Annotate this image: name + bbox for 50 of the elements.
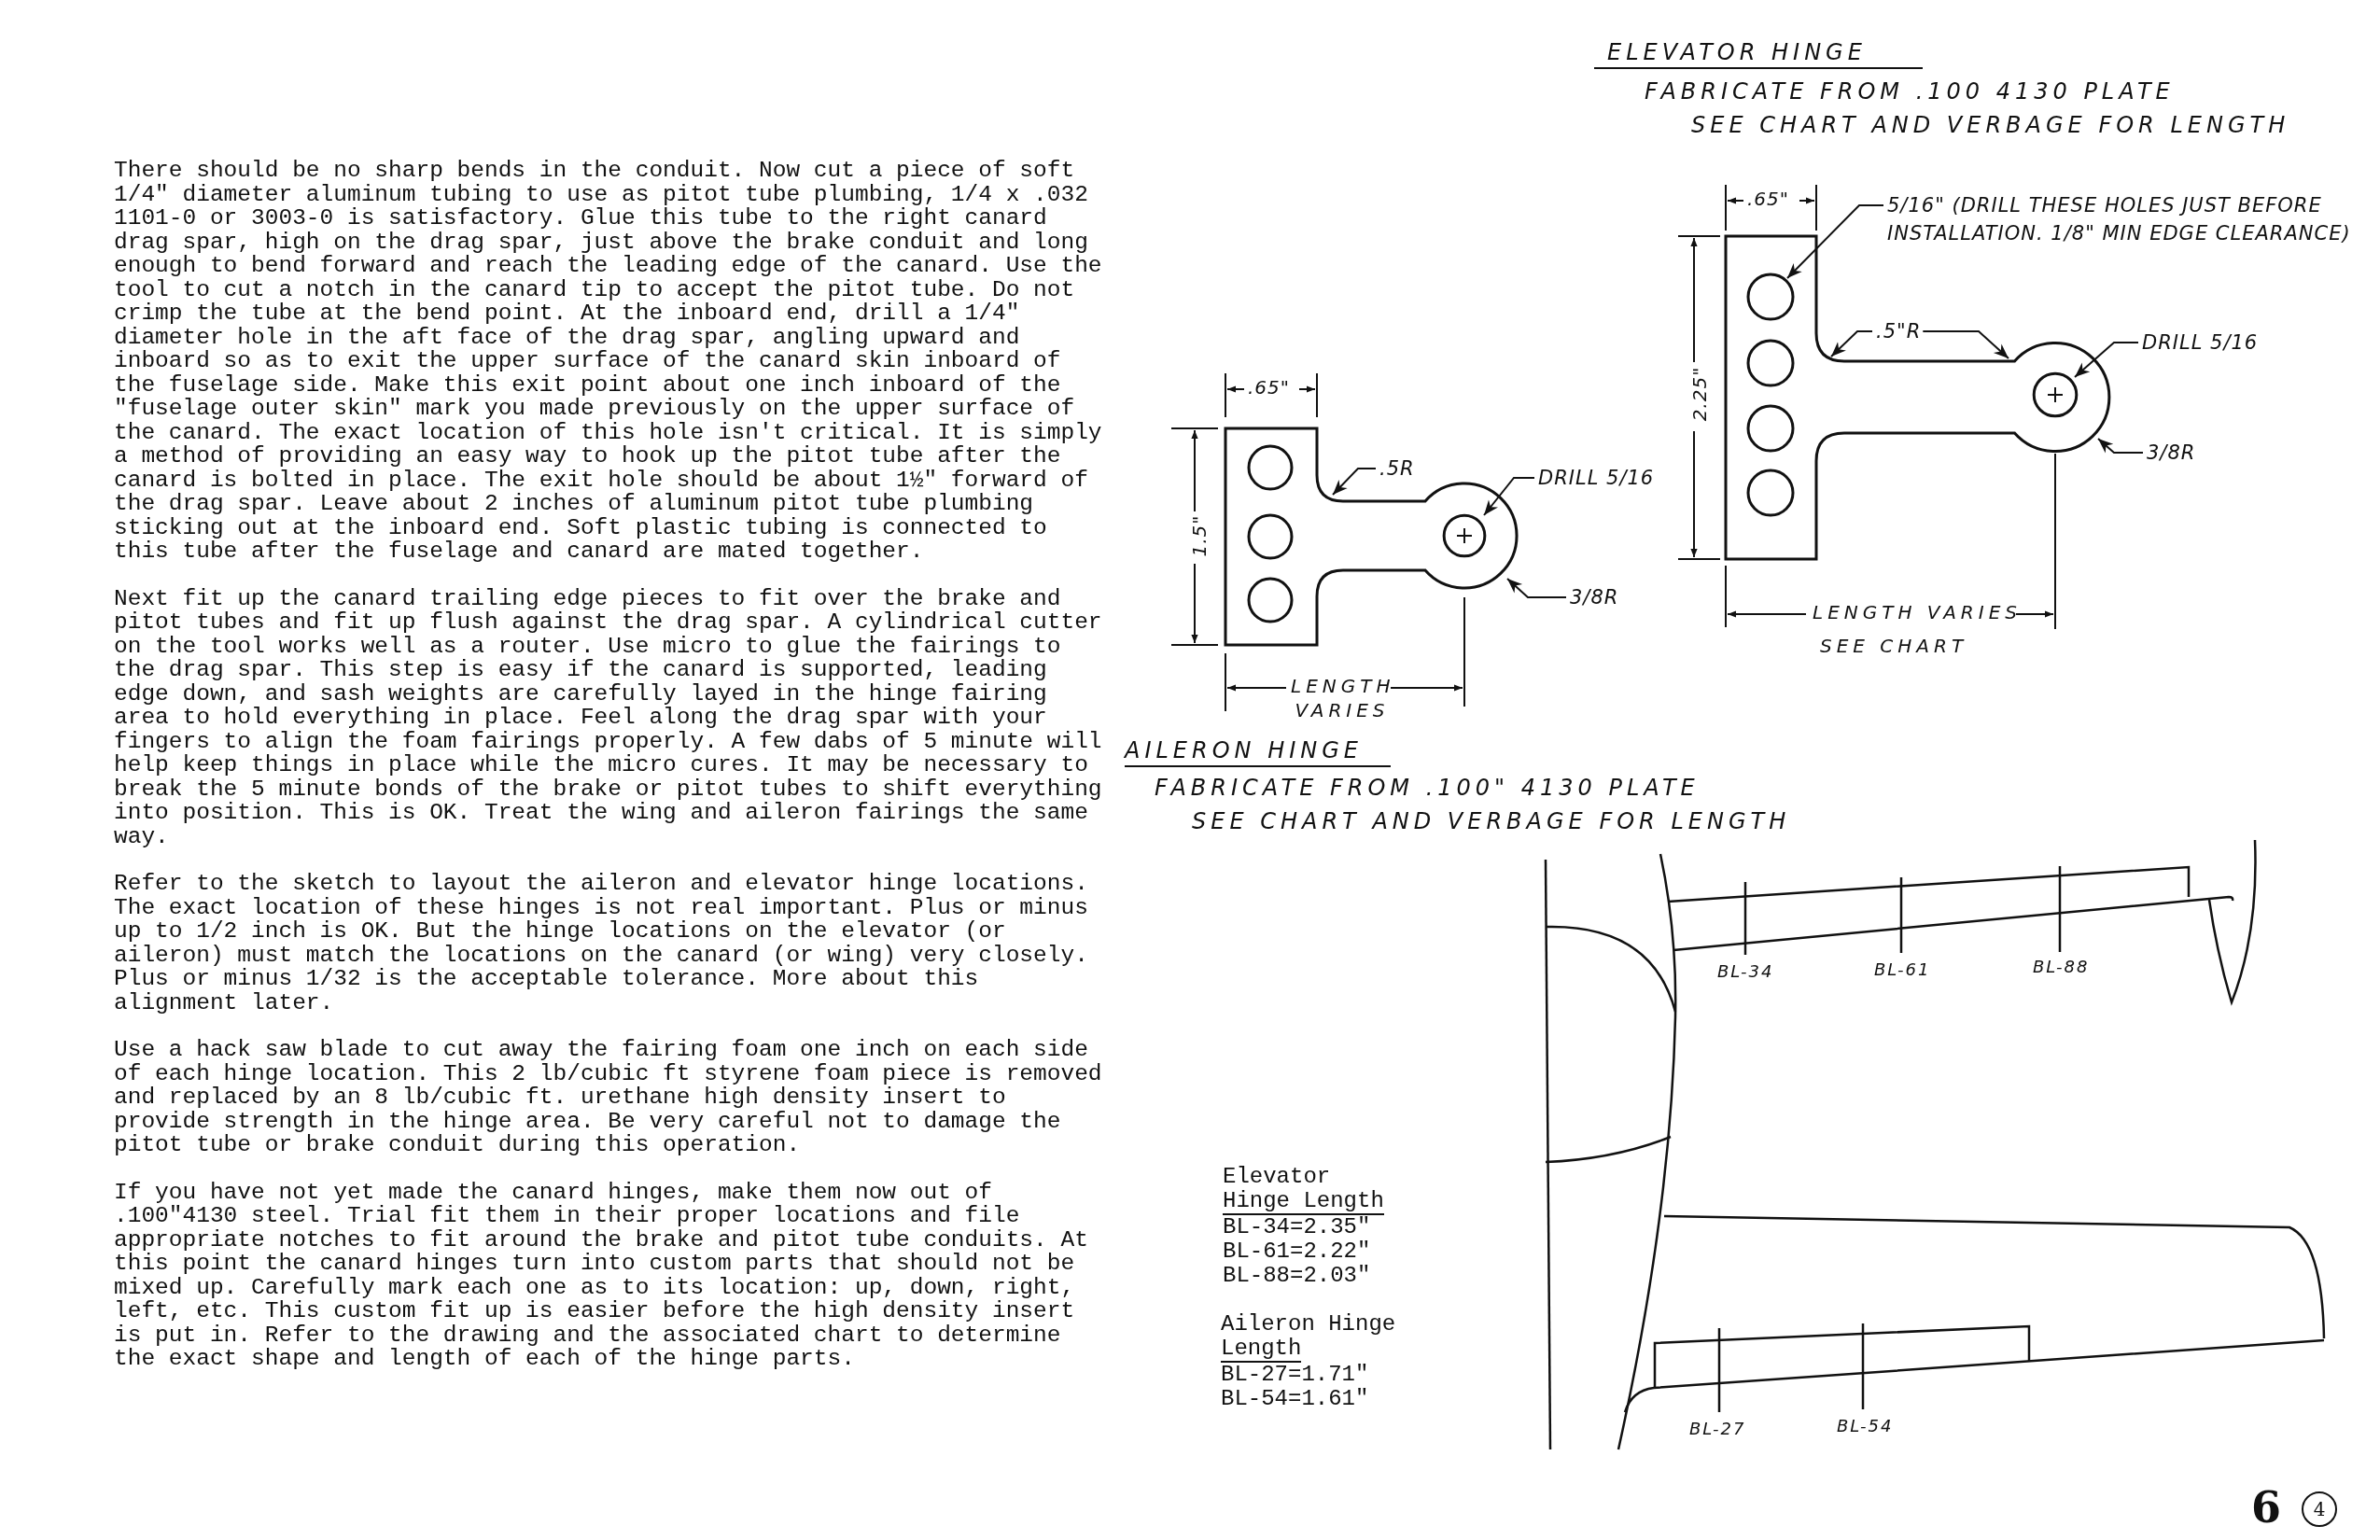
leader-note: .5R — [1379, 455, 1415, 483]
leader-line — [1922, 330, 2009, 359]
leader-line — [1332, 468, 1377, 496]
table-row: BL-27=1.71" — [1221, 1363, 1369, 1387]
drawing-note: FABRICATE FROM .100" 4130 PLATE — [1155, 775, 1700, 801]
drawing-title: AILERON HINGE — [1125, 737, 1392, 767]
leader-note: 5/16" (DRILL THESE HOLES JUST BEFORE INSTALLATION. 1/8" MIN EDGE CLEARANCE) — [1887, 191, 2373, 247]
leader-note: 3/8R — [1570, 583, 1619, 611]
body-paragraph: If you have not yet made the canard hinges, make them now out of .100"4130 steel. Trial fit them in their proper locations and file appropriate notches to fit around the brake and pitot tube conduits. At this point the canard hinges turn into custom parts that should not be mixed up. Carefully mark each one as to its location: up, down, right, left, etc. This custom fit up is easier before the high density insert is put in. Refer to the drawing and the associated chart to determine the exact shape and length of each of the hinge parts. — [114, 1180, 1089, 1371]
station-label: BL-34 — [1717, 961, 1774, 981]
dimension-label: LENGTH VARIES — [1813, 601, 2022, 623]
table-row: BL-34=2.35" — [1223, 1215, 1371, 1239]
table-heading: Hinge Length — [1223, 1189, 1384, 1215]
dimension-label: .65" — [1248, 376, 1290, 399]
leader-line — [1506, 578, 1567, 598]
hinge-plate-drawing — [1224, 427, 1519, 647]
page-number: 4 — [2302, 1491, 2337, 1527]
leader-line — [1786, 204, 1884, 279]
table-row: BL-54=1.61" — [1221, 1387, 1369, 1411]
body-paragraph: There should be no sharp bends in the conduit. Now cut a piece of soft 1/4" diameter aluminum tubing to use as pitot tube plumbing, 1/4 x .032 1101-0 or 3003-0 is satisfactory. Glue this tube to the right canard drag spar, high on the drag spar, just above the brake conduit and long enough to bend forward and reach the leading edge of the canard. Use the tool to cut a notch in the canard tip to accept the pitot tube. Do not crimp the tube at the bend point. At the inboard end, drill a 1/4" diameter hole in the aft face of the drag spar, angling upward and inboard so as to exit the upper surface of the canard skin inboard of the fuselage side. Make this exit point about one inch inboard of the "fuselage outer skin" mark you made previously on the upper surface of the canard. The exact location of this hole isn't critical. It is simply a method of providing an easy way to hook up the pitot tube after the canard is bolted in place. The exit hole should be about 1½" forward of the drag spar. Leave about 2 inches of aluminum pitot tube plumbing sticking out at the inboard end. Soft plastic tubing is connected to this tube after the fuselage and canard are mated together. — [114, 159, 1103, 564]
leader-note: 3/8R — [2147, 439, 2196, 467]
dimension-label: SEE CHART — [1820, 635, 1968, 657]
drawing-note: FABRICATE FROM .100 4130 PLATE — [1645, 78, 2175, 105]
leader-note: DRILL 5/16 — [1538, 464, 1655, 492]
drawing-note: SEE CHART AND VERBAGE FOR LENGTH — [1192, 808, 1791, 834]
body-paragraph: Next fit up the canard trailing edge pieces to fit over the brake and pitot tubes and fit up flush against the drag spar. A cylindrical cutter on the tool works well as a router. Use micro to glue the fairings to the drag spar. This step is easy if the canard is supported, leading edge down, and sash weights are carefully layed in the hinge fairing area to hold everything in place. Feel along the drag spar with your fingers to align the foam fairings properly. A few dabs of 5 minute will help keep things in place while the micro cures. It may be necessary to break the 5 minute bonds of the brake or pitot tubes to shift everything into position. This is OK. Treat the wing and aileron fairings the same way. — [114, 586, 1103, 848]
table-row: BL-88=2.03" — [1223, 1264, 1371, 1288]
leader-line — [2097, 438, 2144, 454]
body-paragraph: Use a hack saw blade to cut away the fairing foam one inch on each side of each hinge location. This 2 lb/cubic ft styrene foam piece is removed and replaced by an 8 lb/cubic ft. urethane high density insert to provide strength in the hinge area. Be very careful not to damage the pitot tube or brake conduit during this operation. — [114, 1038, 1103, 1157]
table-heading: Aileron Hinge — [1221, 1312, 1396, 1337]
leader-line — [1830, 330, 1873, 357]
drawing-title: ELEVATOR HINGE — [1594, 39, 1923, 69]
table-row: BL-61=2.22" — [1223, 1239, 1371, 1264]
dimension-label: 2.25" — [1688, 366, 1712, 422]
body-paragraph: Refer to the sketch to layout the aileron and elevator hinge locations. The exact location of these hinges is not real important. Plus or minus up to 1/2 inch is OK. But the hinge locations on the elevator (or aileron) must match the locations on the canard (or wing) very closely. Plus or minus 1/32 is the acceptable tolerance. More about this alignment later. — [114, 872, 1089, 1015]
station-label: BL-88 — [2033, 957, 2090, 976]
station-label: BL-61 — [1874, 959, 1931, 979]
leader-note: .5"R — [1876, 317, 1922, 345]
dimension-label: .65" — [1747, 188, 1789, 210]
table-heading: Elevator — [1223, 1165, 1331, 1189]
station-label: BL-54 — [1837, 1416, 1894, 1435]
dimension-label: 1.5" — [1187, 514, 1211, 557]
table-heading: Length — [1221, 1337, 1302, 1363]
leader-line — [1483, 477, 1535, 516]
leader-line — [2074, 342, 2139, 378]
leader-note: DRILL 5/16 — [2142, 329, 2259, 357]
page-number: 6 — [2251, 1482, 2281, 1533]
drawing-note: SEE CHART AND VERBAGE FOR LENGTH — [1691, 112, 2290, 138]
station-label: BL-27 — [1689, 1419, 1746, 1438]
dimension-label: LENGTH VARIES — [1291, 674, 1393, 722]
